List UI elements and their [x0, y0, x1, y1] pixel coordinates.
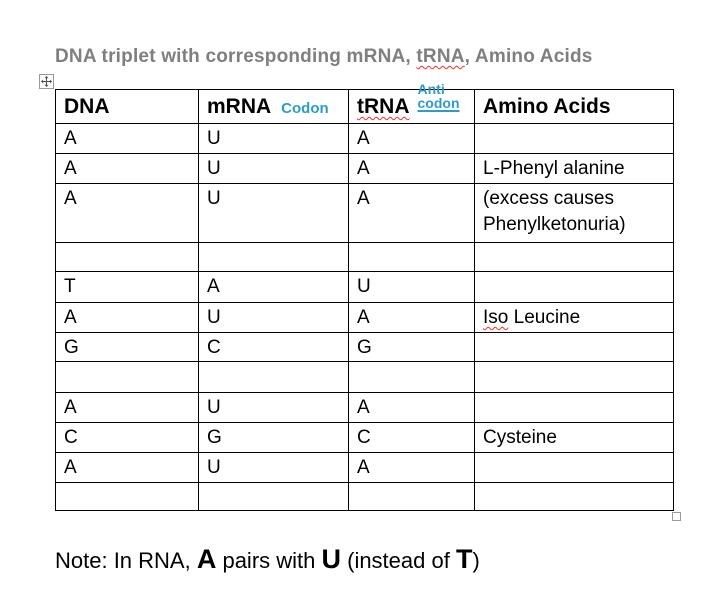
note-bold-a: A	[196, 544, 217, 574]
table-resize-handle[interactable]	[672, 512, 681, 521]
table-row-empty	[55, 361, 674, 393]
cell-trna[interactable]	[348, 242, 475, 272]
cell-amino-rest: Leucine	[508, 307, 581, 328]
note-segment: )	[472, 548, 480, 573]
note-text: Note: In RNA, A pairs with U (instead of…	[55, 544, 480, 575]
cell-mrna[interactable]	[198, 482, 349, 511]
amino-acids-header-label: Amino Acids	[483, 95, 611, 118]
cell-mrna[interactable]: U	[198, 392, 349, 423]
cell-trna[interactable]: A	[348, 153, 475, 184]
table-move-handle-icon	[41, 76, 52, 87]
note-segment: pairs with	[216, 548, 322, 573]
cell-dna[interactable]: G	[55, 332, 199, 362]
cell-mrna[interactable]: U	[198, 123, 349, 154]
cell-amino[interactable]: Iso Leucine	[474, 302, 674, 333]
mrna-header-label: mRNA	[207, 95, 272, 118]
cell-dna[interactable]	[55, 242, 199, 272]
cell-dna[interactable]	[55, 482, 199, 511]
cell-dna[interactable]: A	[55, 392, 199, 423]
cell-amino[interactable]	[474, 271, 674, 303]
cell-mrna[interactable]: G	[198, 422, 349, 453]
col-header-amino-acids[interactable]: Amino Acids	[474, 89, 674, 124]
cell-amino[interactable]: L-Phenyl alanine	[474, 153, 674, 184]
table-move-handle[interactable]	[39, 74, 54, 89]
cell-dna[interactable]: C	[55, 422, 199, 453]
cell-mrna[interactable]: U	[198, 302, 349, 333]
table-row: C G C Cysteine	[55, 422, 674, 453]
table-row: A U A	[55, 452, 674, 483]
misspelled-word: Iso	[483, 307, 509, 328]
cell-mrna[interactable]: U	[198, 153, 349, 184]
cell-amino[interactable]	[474, 452, 674, 483]
table-row: A U A (excess causes Phenylketonuria)	[55, 183, 674, 243]
cell-trna[interactable]: C	[348, 422, 475, 453]
cell-amino[interactable]	[474, 392, 674, 423]
cell-amino[interactable]	[474, 332, 674, 362]
anticodon-line1: Anti	[417, 81, 445, 97]
table-row-empty	[55, 242, 674, 272]
cell-dna[interactable]	[55, 361, 199, 393]
cell-trna[interactable]: A	[348, 183, 475, 243]
table-row: T A U	[55, 271, 674, 303]
dna-header-label: DNA	[64, 95, 110, 118]
cell-dna[interactable]: A	[55, 302, 199, 333]
table-row: A U A	[55, 123, 674, 154]
cell-trna[interactable]: U	[348, 271, 475, 303]
note-segment: (instead of	[341, 548, 456, 573]
cell-mrna[interactable]: A	[198, 271, 349, 303]
cell-trna[interactable]: A	[348, 452, 475, 483]
anticodon-line2: codon	[417, 95, 460, 111]
table-row: G C G	[55, 332, 674, 362]
cell-mrna[interactable]: U	[198, 452, 349, 483]
cell-trna[interactable]	[348, 361, 475, 393]
cell-amino[interactable]	[474, 242, 674, 272]
note-bold-t: T	[455, 544, 473, 574]
cell-dna[interactable]: A	[55, 183, 199, 243]
trna-header-label: tRNA	[357, 95, 410, 118]
page-title: DNA triplet with corresponding mRNA, tRN…	[55, 46, 593, 68]
cell-amino[interactable]	[474, 123, 674, 154]
cell-dna[interactable]: A	[55, 452, 199, 483]
cell-trna[interactable]: G	[348, 332, 475, 362]
table-row-empty	[55, 482, 674, 511]
cell-trna[interactable]: A	[348, 302, 475, 333]
cell-amino[interactable]: (excess causes Phenylketonuria)	[474, 183, 674, 243]
title-trna-misspelled: tRNA	[416, 46, 465, 67]
cell-trna[interactable]	[348, 482, 475, 511]
table-row: A U A L-Phenyl alanine	[55, 153, 674, 184]
cell-amino[interactable]: Cysteine	[474, 422, 674, 453]
col-header-dna[interactable]: DNA	[55, 89, 199, 124]
cell-mrna[interactable]: C	[198, 332, 349, 362]
codon-tag-label: Codon	[281, 100, 329, 117]
cell-amino[interactable]	[474, 361, 674, 393]
cell-mrna[interactable]	[198, 242, 349, 272]
cell-dna[interactable]: A	[55, 123, 199, 154]
table-row: A U A	[55, 392, 674, 423]
cell-mrna[interactable]: U	[198, 183, 349, 243]
table-row: A U A Iso Leucine	[55, 302, 674, 333]
cell-mrna[interactable]	[198, 361, 349, 393]
title-text-before: DNA triplet with corresponding mRNA,	[55, 46, 417, 67]
cell-dna[interactable]: A	[55, 153, 199, 184]
title-text-after: , Amino Acids	[464, 46, 593, 67]
cell-trna[interactable]: A	[348, 392, 475, 423]
note-bold-u: U	[321, 544, 342, 574]
cell-dna[interactable]: T	[55, 271, 199, 303]
col-header-mrna[interactable]: mRNA Codon	[198, 89, 349, 124]
cell-amino[interactable]	[474, 482, 674, 511]
cell-trna[interactable]: A	[348, 123, 475, 154]
note-segment: Note: In RNA,	[55, 548, 197, 573]
